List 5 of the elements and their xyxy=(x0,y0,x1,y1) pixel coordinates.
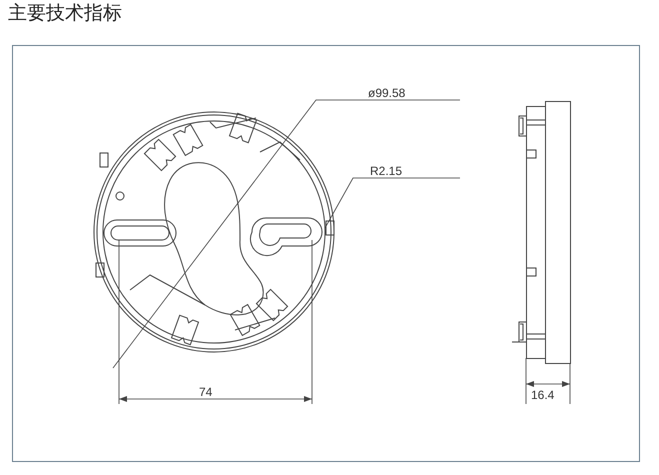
dimension-label: 16.4 xyxy=(531,388,554,402)
dimension-label: ø99.58 xyxy=(368,86,406,100)
page-title: 主要技术指标 xyxy=(8,2,122,25)
dimension-label: R2.15 xyxy=(370,164,402,178)
dimension-label: 74 xyxy=(199,385,212,399)
